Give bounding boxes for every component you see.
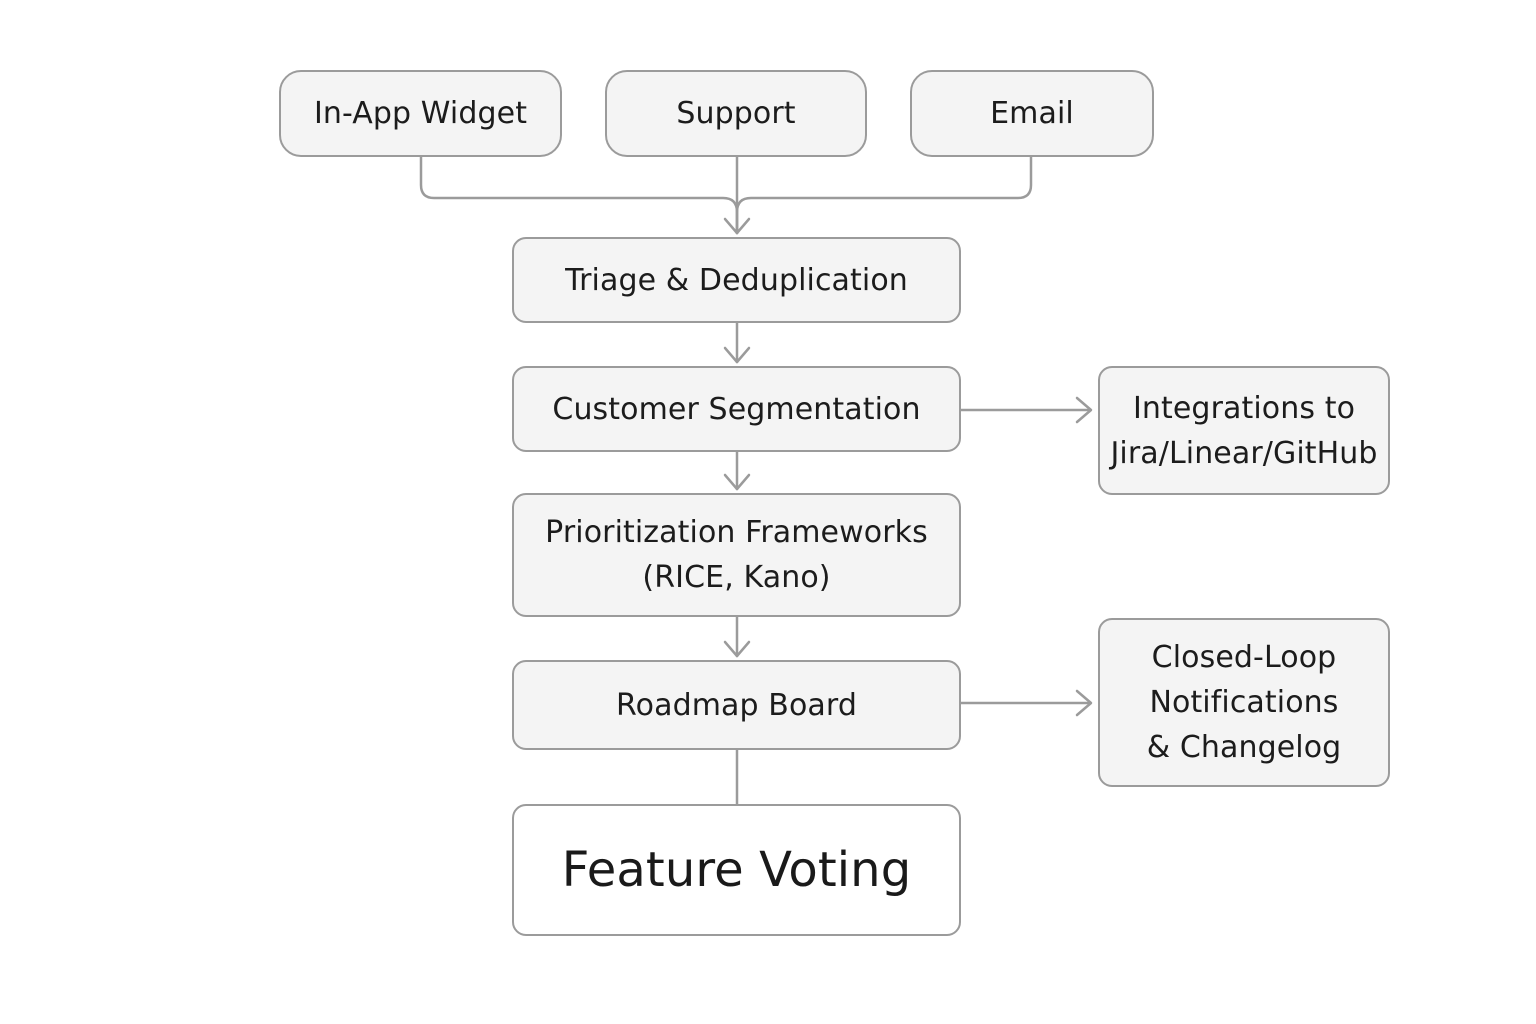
node-closed-loop-label: Closed-Loop Notifications & Changelog [1147, 635, 1342, 770]
node-closed-loop-line-2: Notifications [1149, 685, 1339, 720]
node-integrations-line-1: Integrations to [1132, 390, 1356, 426]
node-support: Support [605, 70, 867, 157]
node-roadmap-board-label: Roadmap Board [616, 687, 857, 723]
node-in-app-widget-label: In-App Widget [313, 96, 528, 131]
node-triage-label: Triage & Deduplication [565, 262, 908, 298]
node-closed-loop: Closed-Loop Notifications & Changelog [1098, 618, 1390, 787]
node-customer-segmentation: Customer Segmentation [512, 366, 961, 452]
node-feature-voting-label: Feature Voting [561, 842, 912, 898]
arrowhead-prioritization [723, 473, 751, 491]
node-email-label: Email [990, 96, 1074, 131]
connector-widget-to-triage [419, 155, 739, 235]
node-closed-loop-line-3: & Changelog [1146, 730, 1342, 765]
node-prioritization-line-1: Prioritization Frameworks [545, 515, 928, 550]
node-integrations-label: Integrations to Jira/Linear/GitHub [1110, 386, 1377, 476]
node-closed-loop-line-1: Closed-Loop [1151, 640, 1337, 675]
node-customer-segmentation-label: Customer Segmentation [552, 391, 921, 427]
node-feature-voting: Feature Voting [512, 804, 961, 936]
node-prioritization-label: Prioritization Frameworks (RICE, Kano) [545, 510, 928, 600]
node-support-label: Support [676, 96, 796, 131]
node-roadmap-board: Roadmap Board [512, 660, 961, 750]
arrowhead-closed-loop [1075, 689, 1093, 717]
arrowhead-integrations [1075, 396, 1093, 424]
node-email: Email [910, 70, 1154, 157]
node-prioritization-line-2: (RICE, Kano) [642, 560, 831, 595]
arrowhead-roadmap [723, 640, 751, 658]
arrowhead-segmentation [723, 346, 751, 364]
node-integrations-line-2: Jira/Linear/GitHub [1110, 435, 1378, 471]
node-in-app-widget: In-App Widget [279, 70, 562, 157]
node-integrations: Integrations to Jira/Linear/GitHub [1098, 366, 1390, 495]
node-prioritization: Prioritization Frameworks (RICE, Kano) [512, 493, 961, 617]
connector-email-to-triage [735, 155, 1033, 235]
arrowhead-triage [723, 217, 751, 235]
node-triage: Triage & Deduplication [512, 237, 961, 323]
